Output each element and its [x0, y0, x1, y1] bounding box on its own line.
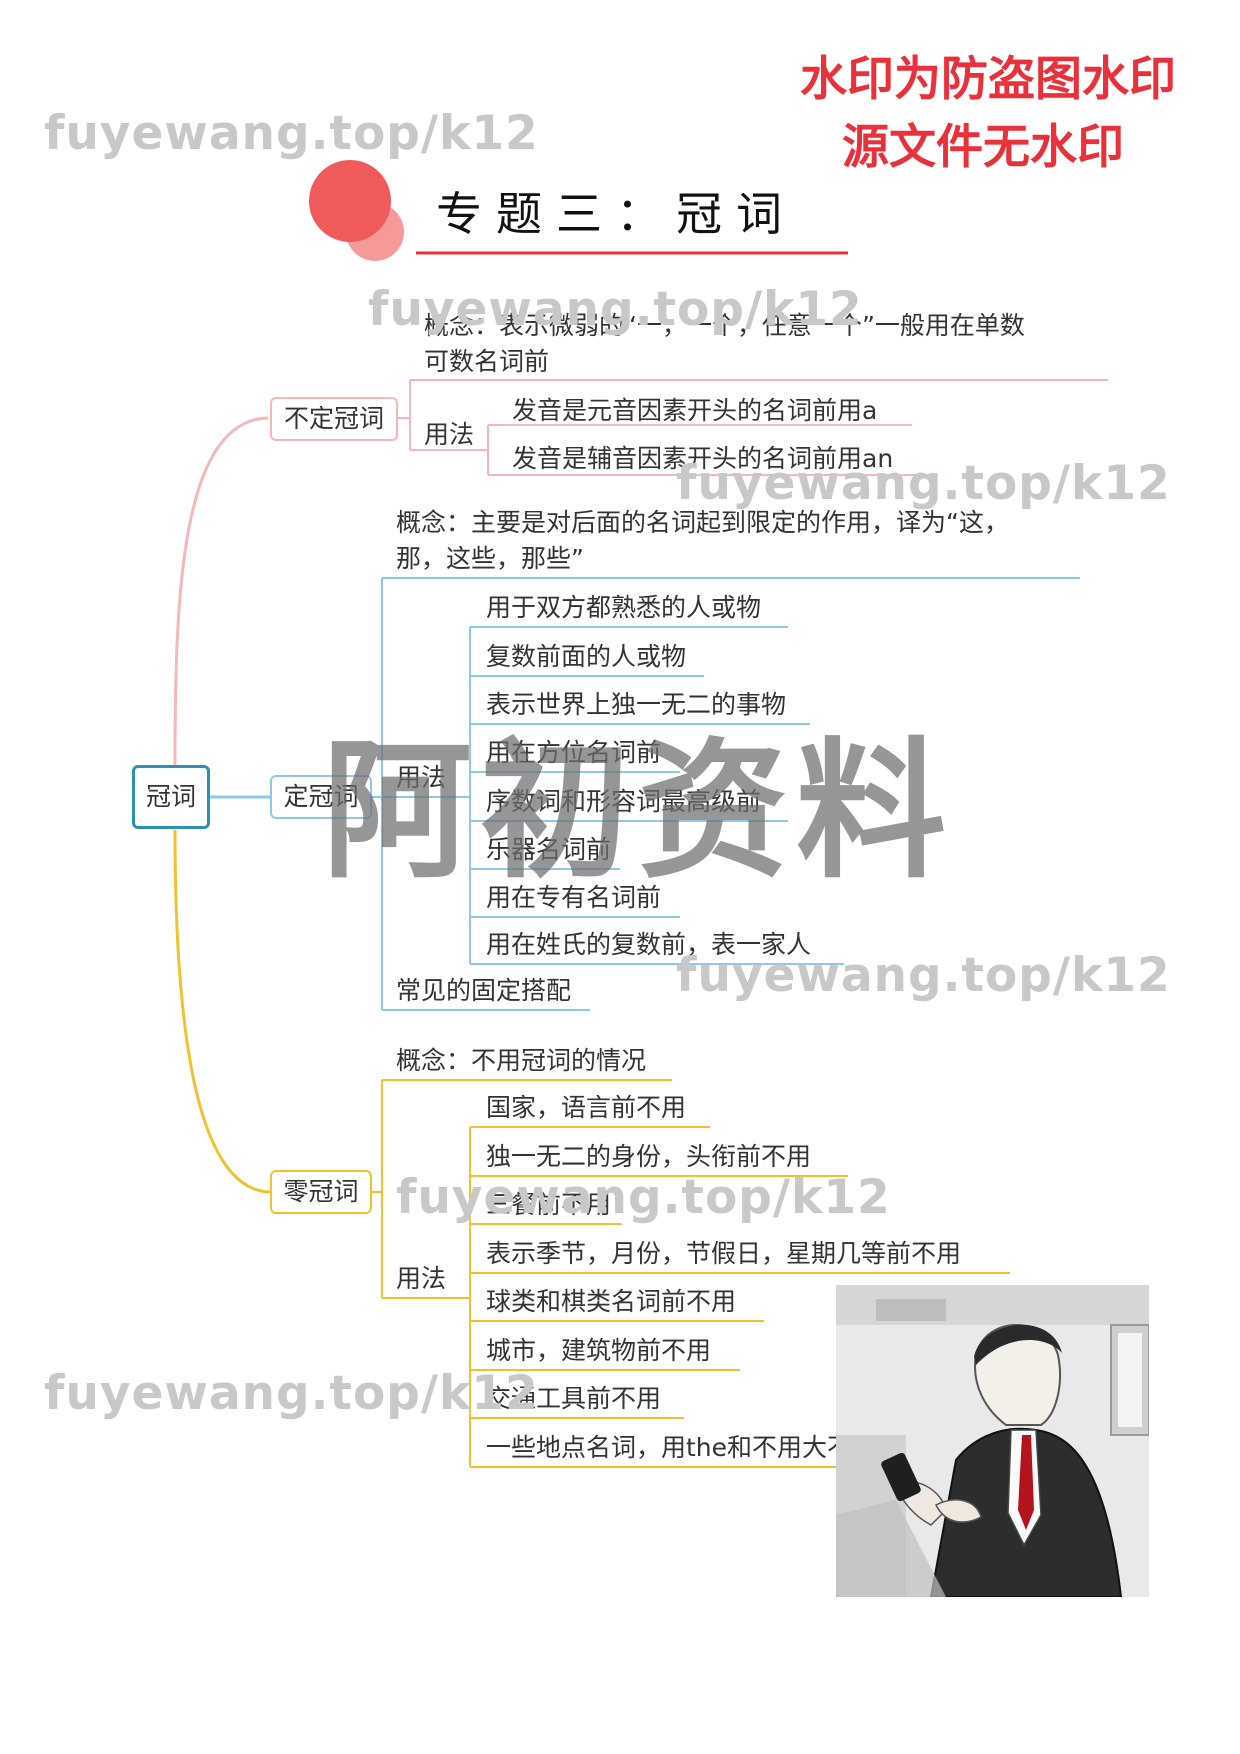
zero-usage-item: 城市，建筑物前不用 — [486, 1336, 712, 1365]
definite-usage-item: 用于双方都熟悉的人或物 — [486, 593, 762, 622]
watermark-site: fuyewang.top/k12 — [44, 106, 539, 161]
page-title: 专题三：冠词 — [436, 187, 796, 241]
indefinite-usage-label: 用法 — [424, 420, 475, 449]
title-circle-large — [309, 160, 391, 242]
indefinite-usage-item: 发音是辅音因素开头的名词前用an — [512, 444, 894, 473]
zero-usage-item: 交通工具前不用 — [486, 1384, 662, 1413]
center-watermark: 阿初资料 — [322, 725, 955, 899]
zero-usage-item: 球类和棋类名词前不用 — [486, 1287, 737, 1316]
zero-usage-label: 用法 — [396, 1264, 447, 1293]
watermark-notice-line-1: 水印为防盗图水印 — [800, 52, 1176, 107]
definite-usage-item: 表示世界上独一无二的事物 — [486, 690, 787, 719]
definite-concept-line-1: 概念：主要是对后面的名词起到限定的作用，译为“这， — [396, 508, 1009, 537]
definite-usage-label: 用法 — [396, 763, 447, 792]
zero-usage-item: 三餐前不用 — [486, 1190, 612, 1219]
definite-usage-item: 用在方位名词前 — [486, 738, 662, 767]
zero-usage-item: 一些地点名词，用the和不用大不同 — [486, 1433, 878, 1462]
watermark-site: fuyewang.top/k12 — [676, 456, 1171, 511]
zero-usage-item: 表示季节，月份，节假日，星期几等前不用 — [486, 1239, 962, 1268]
watermark-notice-line-2: 源文件无水印 — [842, 120, 1124, 175]
definite-usage-item: 序数词和形容词最高级前 — [486, 787, 762, 816]
node-definite-article: 定冠词 — [270, 775, 372, 819]
indefinite-concept-line-1: 概念：表示微弱的“一，一个，任意一个”一般用在单数 — [424, 311, 1025, 340]
root-node: 冠词 — [132, 765, 210, 829]
watermark-site: fuyewang.top/k12 — [676, 948, 1171, 1003]
watermark-site: fuyewang.top/k12 — [44, 1366, 539, 1421]
definite-usage-item: 用在姓氏的复数前，表一家人 — [486, 930, 812, 959]
watermark-site: fuyewang.top/k12 — [368, 282, 863, 337]
zero-usage-item: 国家，语言前不用 — [486, 1093, 687, 1122]
zero-usage-item: 独一无二的身份，头衔前不用 — [486, 1142, 812, 1171]
businessman-illustration — [836, 1285, 1149, 1597]
indefinite-concept-line-2: 可数名词前 — [424, 347, 550, 376]
node-zero-article: 零冠词 — [270, 1170, 372, 1214]
connector-indefinite — [173, 416, 269, 766]
definite-usage-item: 乐器名词前 — [486, 835, 612, 864]
connector-zero — [173, 829, 271, 1194]
indefinite-usage-item: 发音是元音因素开头的名词前用a — [512, 396, 878, 425]
node-indefinite-article: 不定冠词 — [270, 397, 398, 441]
definite-usage-item: 用在专有名词前 — [486, 883, 662, 912]
zero-concept: 概念：不用冠词的情况 — [396, 1046, 647, 1075]
definite-fixed-collocations: 常见的固定搭配 — [396, 976, 572, 1005]
watermark-site: fuyewang.top/k12 — [396, 1170, 891, 1225]
definite-concept-line-2: 那，这些，那些” — [396, 544, 584, 573]
definite-usage-item: 复数前面的人或物 — [486, 642, 687, 671]
